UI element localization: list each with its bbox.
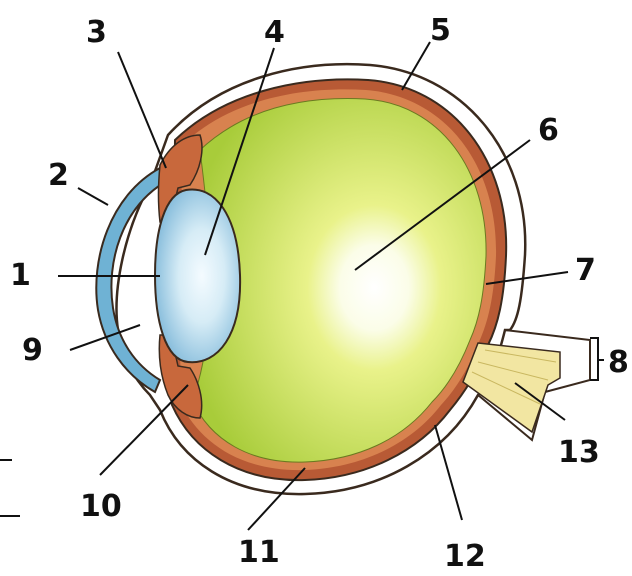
leader-line-3 [118,52,166,168]
label-13: 13 [558,435,600,470]
leader-line-2 [78,188,108,205]
label-6: 6 [538,113,559,148]
label-2: 2 [48,158,69,193]
label-7: 7 [575,253,596,288]
label-3: 3 [86,15,107,50]
label-11: 11 [238,535,280,570]
label-10: 10 [80,489,122,524]
label-8: 8 [608,345,629,380]
label-12: 12 [444,539,486,574]
label-1: 1 [10,258,31,293]
lens [155,189,240,362]
label-5: 5 [430,13,451,48]
label-4: 4 [264,15,285,50]
leader-line-12 [435,425,462,520]
label-9: 9 [22,333,43,368]
leader-line-8 [590,338,604,380]
